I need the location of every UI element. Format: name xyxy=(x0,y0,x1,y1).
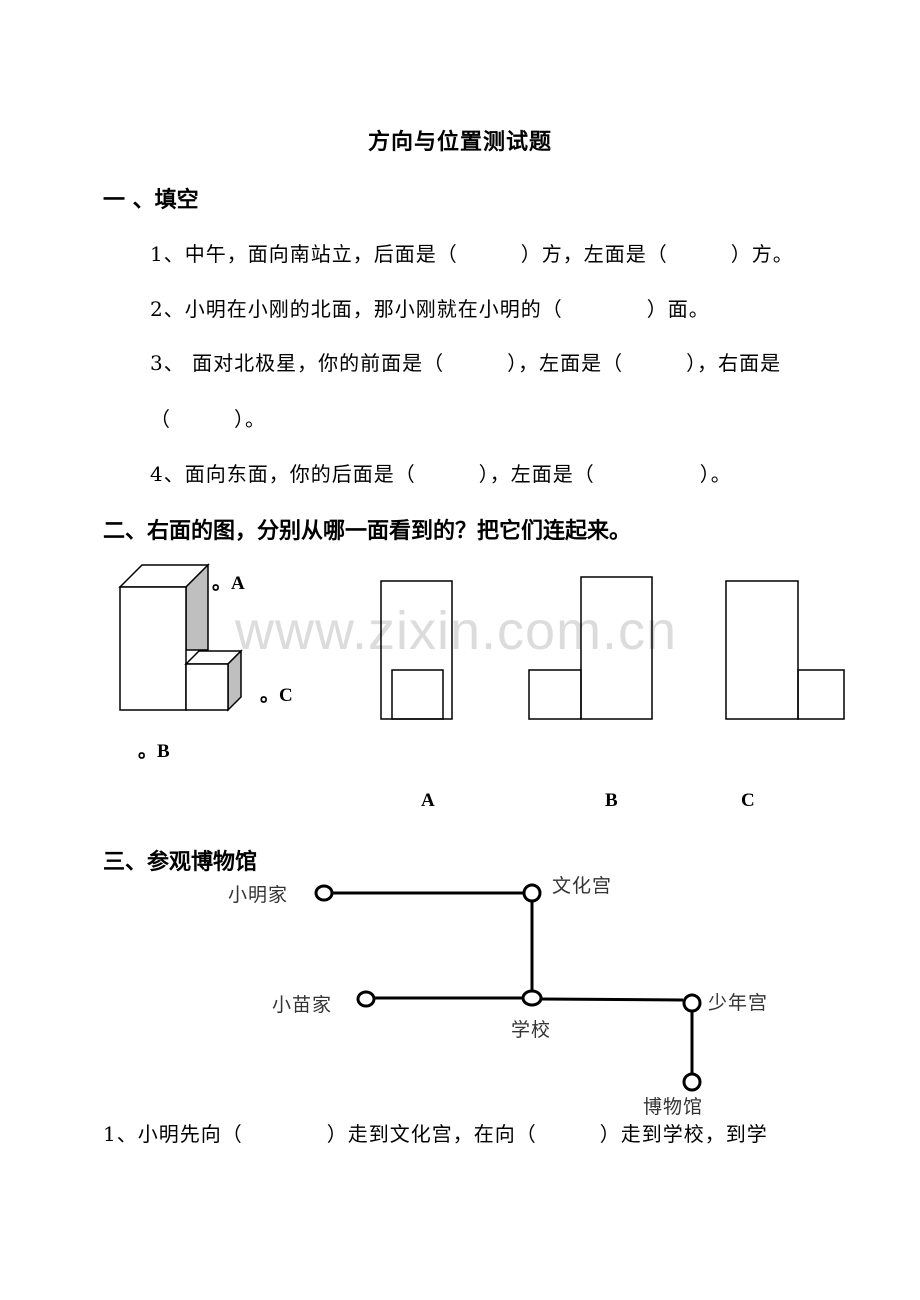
section-2-heading: 二、右面的图，分别从哪一面看到的？把它们连起来。 xyxy=(103,518,632,544)
map-label-museum: 博物馆 xyxy=(643,1096,704,1118)
node-museum xyxy=(682,1072,702,1092)
question-1-3-line1: 3、 面对北极星，你的前面是（ ），左面是（ ），右面是 xyxy=(150,351,782,375)
route-nodes xyxy=(314,883,702,1092)
map-label-youth-palace: 少年宫 xyxy=(708,992,769,1014)
node-xiaoming-home xyxy=(314,884,334,902)
question-1-1: 1、中午，面向南站立，后面是（ ）方，左面是（ ）方。 xyxy=(150,242,794,266)
view-c-tall-rect xyxy=(725,580,799,720)
view-a-small-rect xyxy=(391,669,444,720)
node-school xyxy=(521,989,543,1007)
view-b-tall-rect xyxy=(580,576,653,720)
question-1-4: 4、面向东面，你的后面是（ ），左面是（ ）。 xyxy=(150,462,732,486)
view-c-figure xyxy=(725,580,845,720)
view-a-figure xyxy=(380,580,453,720)
view-b-small-rect xyxy=(528,669,582,720)
question-1-2: 2、小明在小刚的北面，那小刚就在小明的（ ）面。 xyxy=(150,297,710,321)
view-label-a: A xyxy=(421,790,435,811)
page-title: 方向与位置测试题 xyxy=(367,129,552,155)
map-label-xiaoming-home: 小明家 xyxy=(228,884,289,906)
question-1-3-line2: （ ）。 xyxy=(150,407,266,431)
view-c-small-rect xyxy=(797,669,845,720)
marker-a: 。A xyxy=(212,573,245,594)
map-label-xiaomiao-home: 小苗家 xyxy=(272,994,333,1016)
block-3d-figure xyxy=(118,563,243,712)
node-xiaomiao-home xyxy=(356,990,376,1008)
node-youth-palace xyxy=(682,993,702,1013)
view-label-b: B xyxy=(605,790,618,811)
watermark: www.zixin.com.cn xyxy=(235,601,678,661)
map-label-culture-palace: 文化宫 xyxy=(552,875,613,897)
section-3-heading: 三、参观博物馆 xyxy=(103,849,258,875)
marker-b: 。B xyxy=(138,741,170,762)
marker-c: 。C xyxy=(260,685,293,706)
section-1-heading: 一 、填空 xyxy=(103,187,199,213)
map-label-school: 学校 xyxy=(511,1019,552,1041)
view-label-c: C xyxy=(741,790,755,811)
view-b-figure xyxy=(528,576,653,720)
question-3-1: 1、小明先向（ ）走到文化宫，在向（ ）走到学校，到学 xyxy=(103,1122,768,1146)
node-culture-palace xyxy=(522,883,542,903)
road-school-youth xyxy=(540,997,684,1002)
route-map xyxy=(333,891,694,1075)
small-block-front-face xyxy=(185,663,229,711)
tall-block-front-face xyxy=(119,586,187,711)
